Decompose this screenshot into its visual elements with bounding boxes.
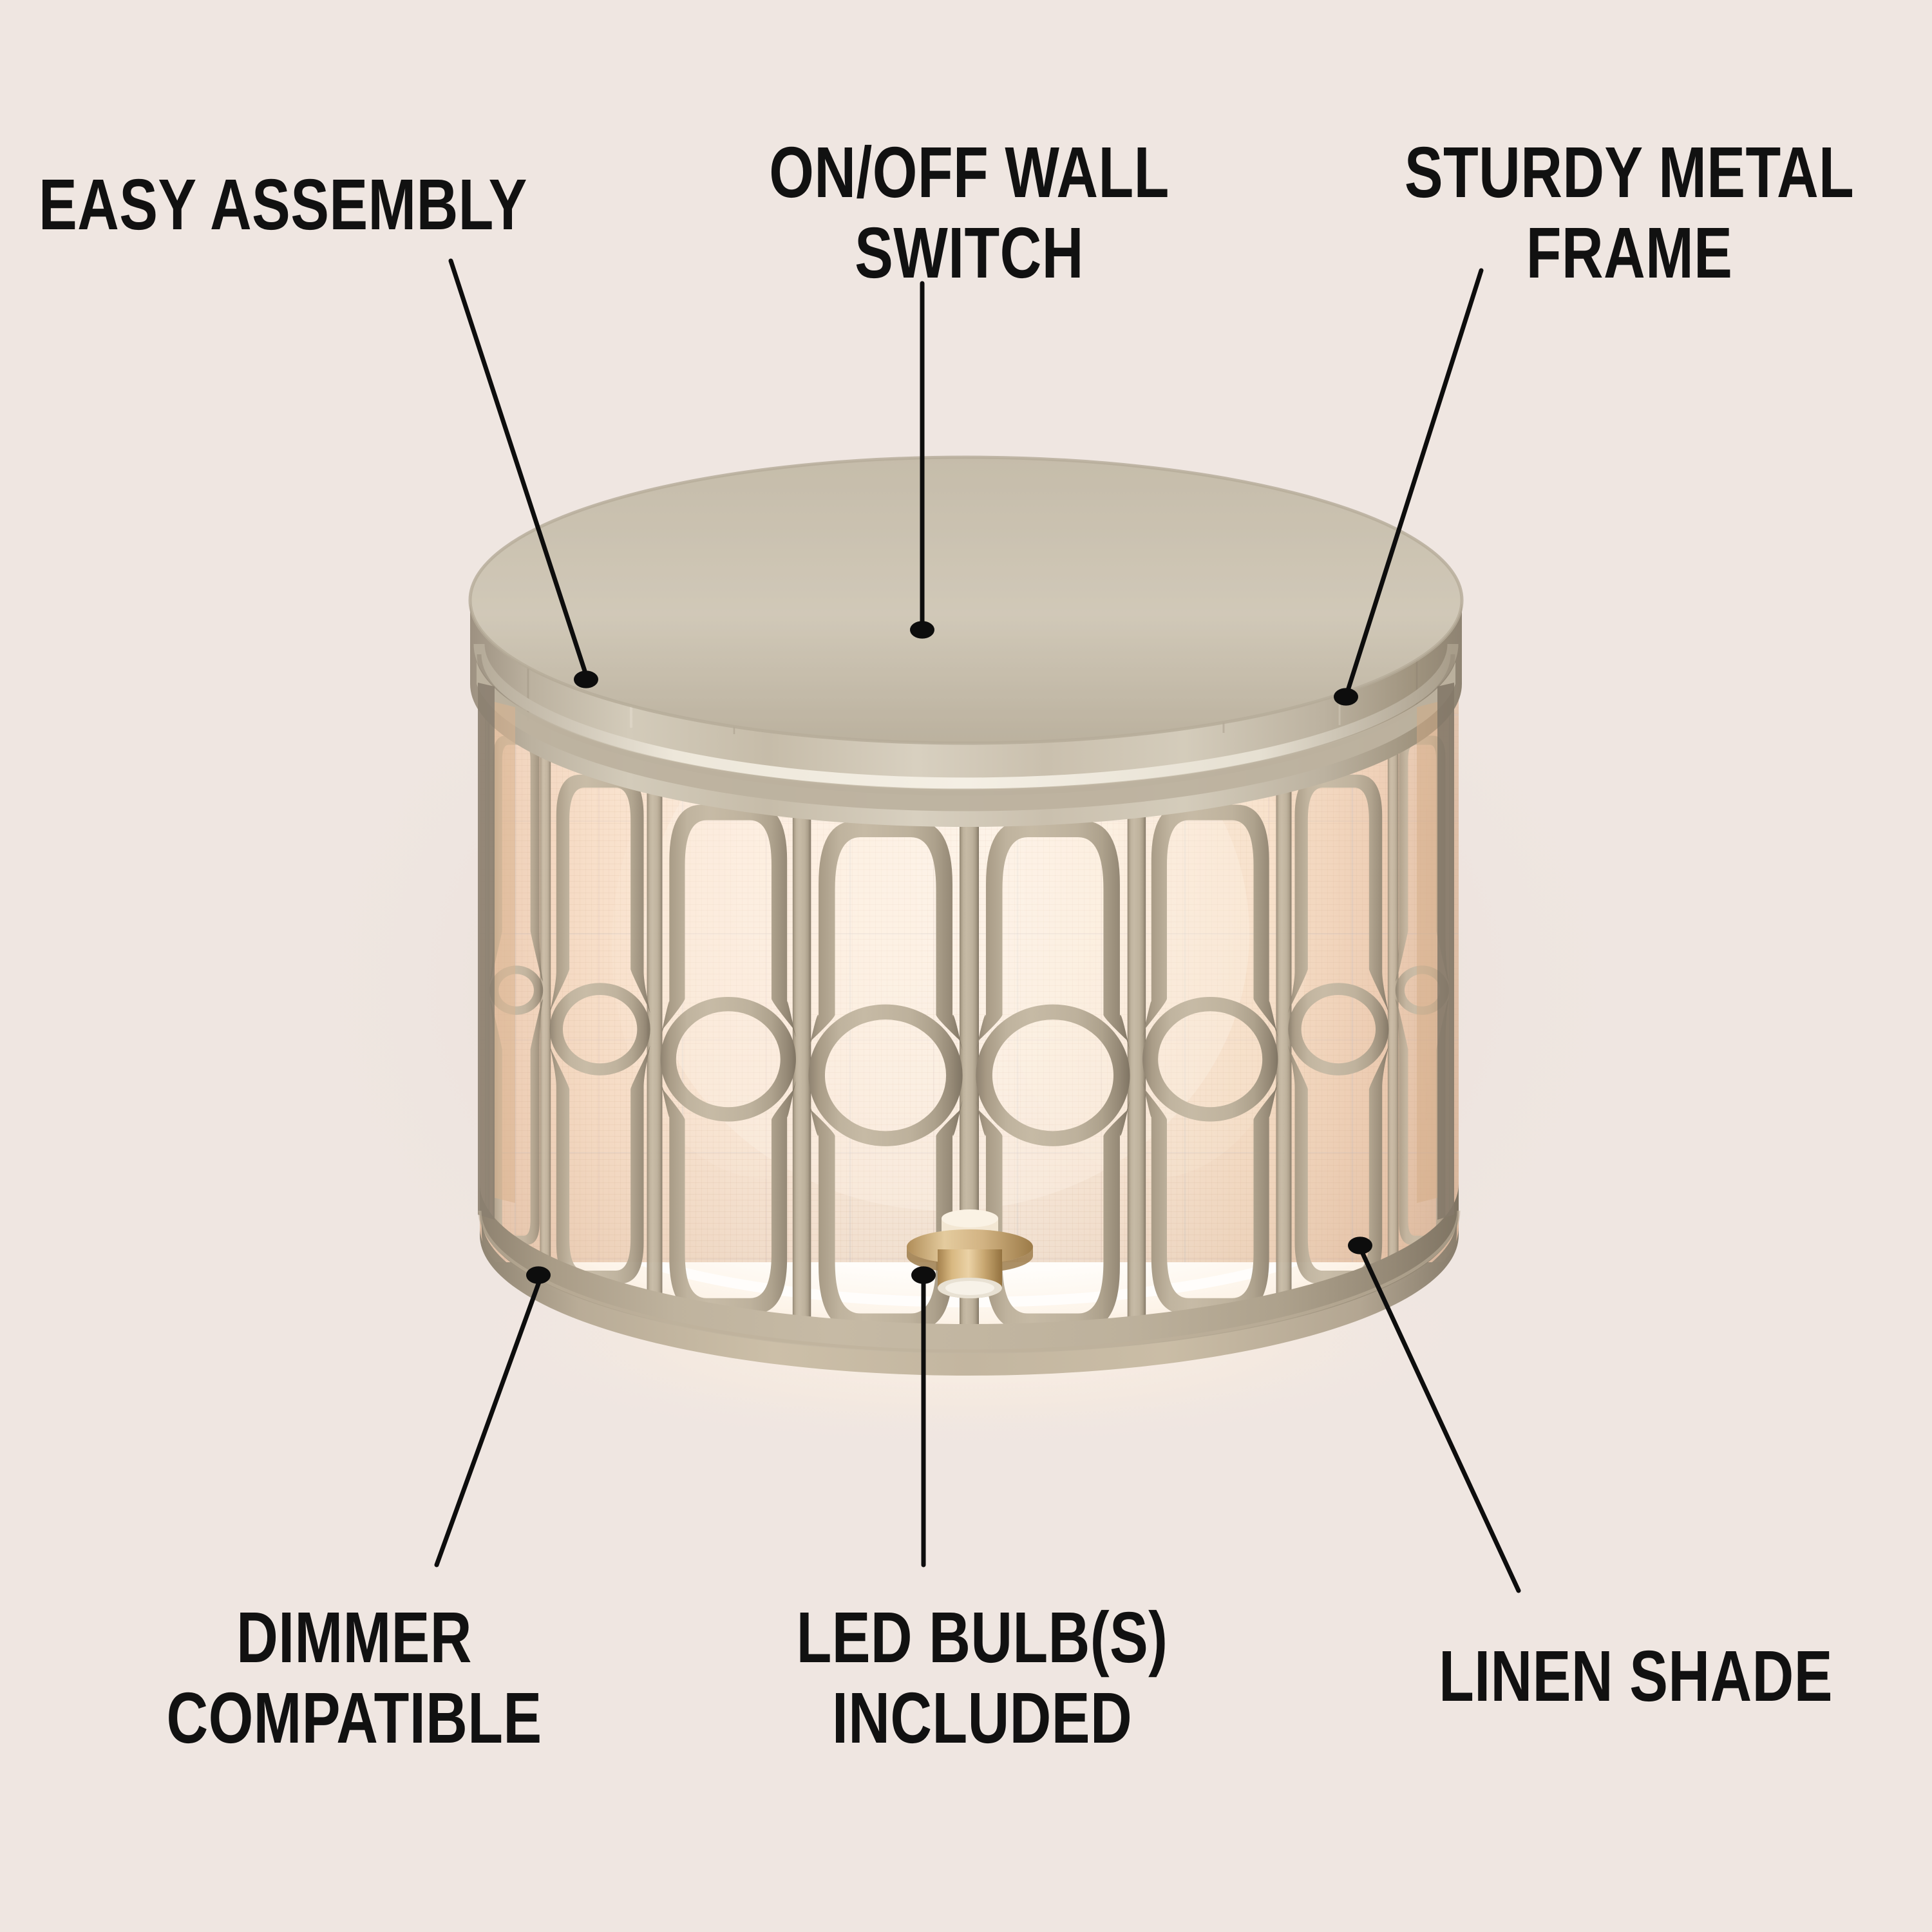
center-finial xyxy=(907,1209,1033,1298)
lattice-lower-cell xyxy=(1288,1045,1389,1284)
lattice-lower-cell xyxy=(1142,1081,1278,1314)
lattice-vertical-bar xyxy=(792,814,811,1324)
leader-linen-shade xyxy=(1359,1248,1521,1593)
leader-sturdy-frame xyxy=(1345,268,1484,695)
top-rim-cap-edge xyxy=(468,455,1464,745)
lattice-vertical-bar xyxy=(1276,790,1292,1300)
lattice-vertical-bar xyxy=(647,790,663,1300)
lattice-upper-cell xyxy=(660,804,796,1037)
leader-dot-linen-shade xyxy=(1348,1236,1372,1255)
leader-dot-on-off-wall-switch xyxy=(910,621,934,639)
leader-dot-easy-assembly xyxy=(574,670,598,688)
frame-post-right xyxy=(1437,683,1454,1220)
frame-post-left xyxy=(478,683,495,1220)
callout-easy-assembly: EASY ASSEMBLY xyxy=(39,164,527,245)
lattice-upper-cell xyxy=(808,820,963,1051)
lattice-vertical-bar xyxy=(540,752,551,1262)
callout-dimmer-compatible: DIMMER COMPATIBLE xyxy=(166,1597,542,1759)
lattice-bottom-band xyxy=(480,1184,1459,1354)
lattice-vertical-bar xyxy=(1387,752,1399,1262)
lattice-upper-cell xyxy=(549,774,650,1013)
rim-cap-shadow xyxy=(470,457,1462,743)
lattice-vertical-bar xyxy=(960,822,979,1332)
top-rim-cap xyxy=(470,457,1462,743)
leader-dot-sturdy-metal-frame xyxy=(1334,688,1358,706)
rim-lower-lip xyxy=(477,662,1455,811)
lattice-vertical-bar xyxy=(1127,814,1146,1324)
inner-shade-glimpse-right xyxy=(1417,702,1437,1203)
inner-shade-glimpse-left xyxy=(495,702,515,1203)
leader-dot-dimmer-compatible xyxy=(526,1266,551,1284)
leader-dimmer xyxy=(434,1278,542,1567)
lattice-lower-cell xyxy=(976,1100,1130,1331)
callout-led-bulbs-included: LED BULB(S) INCLUDED xyxy=(796,1597,1168,1759)
leader-easy-assembly xyxy=(448,258,589,677)
lattice-lower-cell xyxy=(808,1100,963,1331)
lattice-upper-cell xyxy=(976,820,1130,1051)
callout-linen-shade: LINEN SHADE xyxy=(1439,1636,1833,1716)
callout-sturdy-metal-frame: STURDY METAL FRAME xyxy=(1404,132,1855,294)
leader-dot-led-bulbs-included xyxy=(911,1266,936,1284)
lattice-lower-cell xyxy=(660,1081,796,1314)
rim-highlight-seam xyxy=(473,643,1459,789)
lattice-lower-cell xyxy=(549,1045,650,1284)
callout-on-off-wall-switch: ON/OFF WALL SWITCH xyxy=(769,132,1170,294)
lattice-upper-cell xyxy=(1288,774,1389,1013)
lattice-upper-cell xyxy=(1142,804,1278,1037)
